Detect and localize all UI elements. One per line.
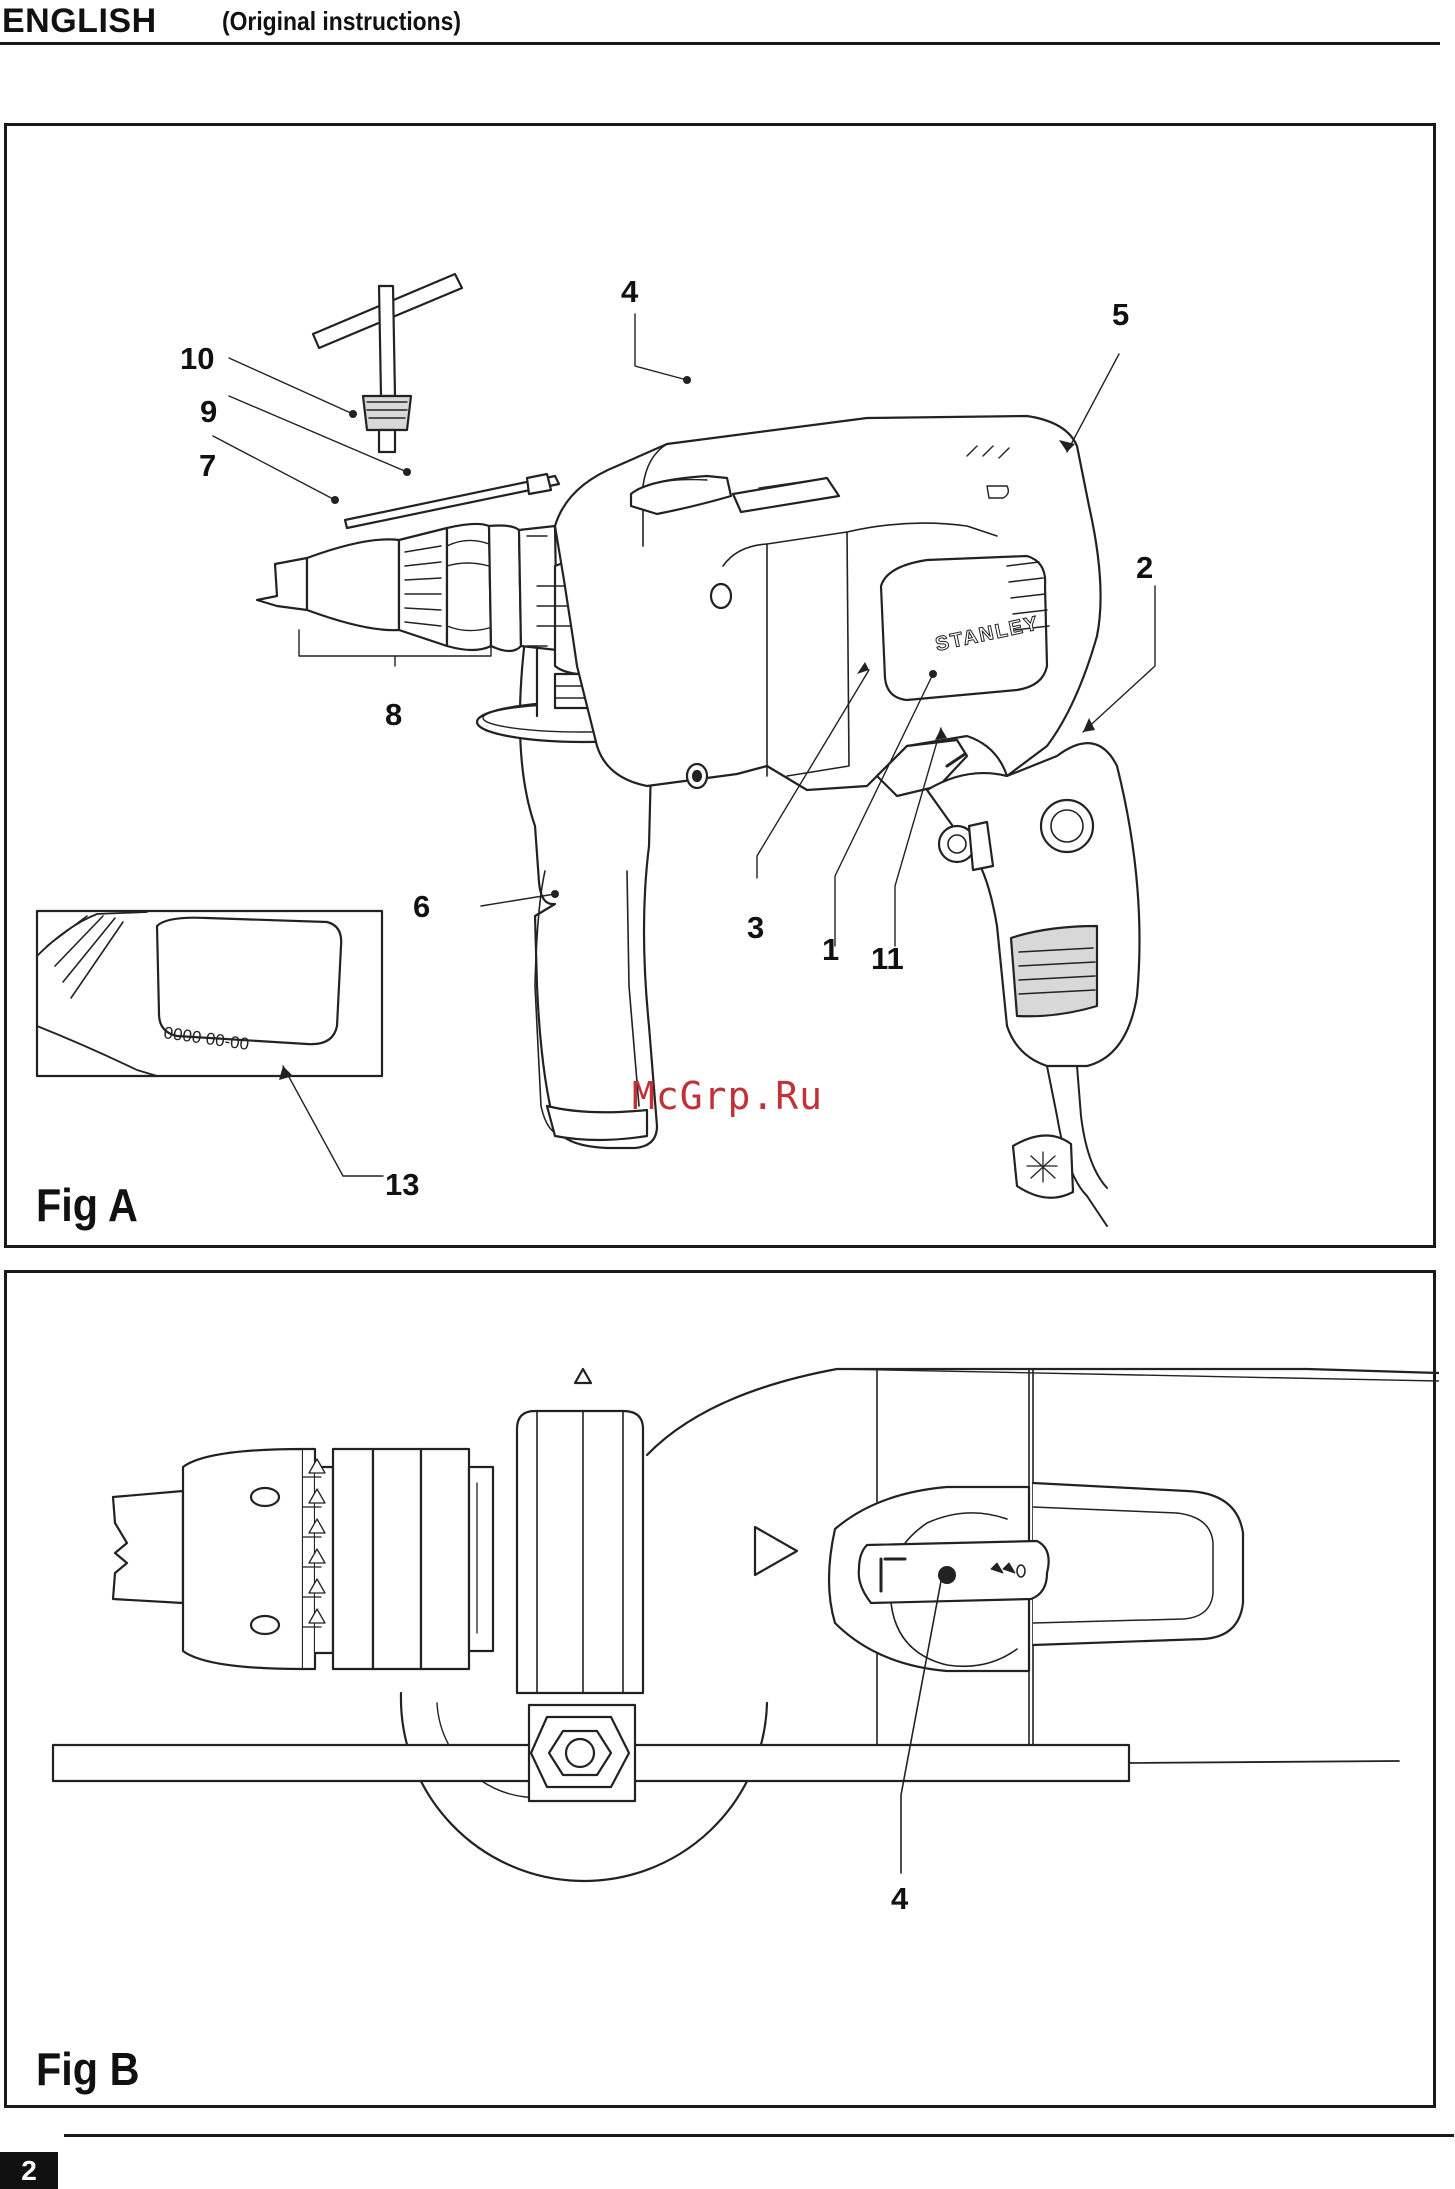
callout-10: 10 [180,343,214,374]
callout-2: 2 [1136,552,1153,583]
figure-b-label: Fig B [36,2042,139,2096]
callout-4-fig-b: 4 [891,1883,908,1914]
callout-9: 9 [200,396,217,427]
callout-11: 11 [871,943,904,974]
callout-7: 7 [199,450,216,481]
chuck-key-drawing [313,274,462,452]
header-rule [0,42,1440,45]
figure-a-label: Fig A [36,1178,138,1232]
serial-inset-drawing [37,911,382,1076]
callout-6: 6 [413,891,430,922]
chuck-drawing [257,524,557,651]
callout-4: 4 [621,276,638,307]
page-header: ENGLISH (Original instructions) [0,0,1455,46]
callout-1: 1 [822,934,839,965]
watermark-text: McGrp.Ru [632,1074,823,1118]
mode-selector-illustration [7,1273,1439,2111]
footer-rule [64,2134,1454,2137]
callout-13: 13 [385,1169,419,1200]
callout-8: 8 [385,699,402,730]
figure-b-panel: 4 Fig B [4,1270,1436,2108]
instructions-subtitle: (Original instructions) [222,6,461,37]
callout-5: 5 [1112,299,1129,330]
page-number: 2 [0,2152,58,2189]
callout-3: 3 [747,912,764,943]
language-heading: ENGLISH [2,2,157,41]
